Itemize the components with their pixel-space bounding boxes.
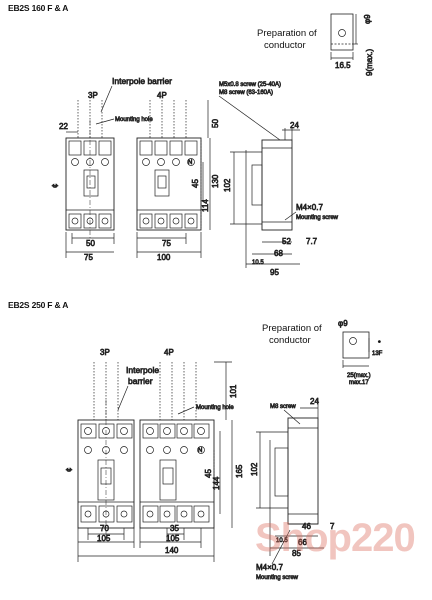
s1-dim-68: 68 xyxy=(274,249,283,258)
s2-dimensions: 101 144 165 45 70 105 35 105 140 xyxy=(77,361,244,562)
s2-mounting-hole: Mounting hole xyxy=(196,405,234,411)
s2-dim-105b: 105 xyxy=(166,534,180,543)
s1-interpole-barrier: Interpole barrier xyxy=(112,76,172,86)
svg-text:N: N xyxy=(188,160,192,166)
s2-pole-4p: 4P xyxy=(164,348,174,357)
s2-mounting-screw: Mounting screw xyxy=(256,575,299,581)
s1-3p-front-view: ¢ xyxy=(51,100,115,240)
s1-dim-16-5: 16.5 xyxy=(335,61,351,70)
s1-mounting-screw: Mounting screw xyxy=(296,215,339,221)
s2-max17: max.17 xyxy=(349,380,369,386)
section1-prep-title: Preparation of conductor xyxy=(257,28,317,52)
s2-dim-101: 101 xyxy=(229,384,238,398)
svg-text:¢: ¢ xyxy=(65,468,74,472)
s1-dim-114: 114 xyxy=(201,199,210,212)
s1-dim-9max: 9(max.) xyxy=(365,49,374,76)
s2-dim-24: 24 xyxy=(310,397,319,406)
section2-title: EB2S 250 F & A xyxy=(8,300,69,310)
s2-dim-10-5: 10.5 xyxy=(276,538,288,544)
s2-dim-46: 46 xyxy=(302,522,311,531)
svg-text:¢: ¢ xyxy=(51,184,60,188)
s2-dim-102: 102 xyxy=(250,462,259,476)
s2-dim-phi9: φ9 xyxy=(338,319,348,328)
section1-title: EB2S 160 F & A xyxy=(8,3,69,13)
section2-conductor-detail: φ9 • 13F 25(max.) max.17 xyxy=(338,319,385,387)
s2-interpole-1: Interpole xyxy=(126,365,159,375)
s2-dim-13f: 13F xyxy=(372,351,383,357)
s1-dim-7-7: 7.7 xyxy=(306,237,318,246)
s2-interpole-2: barrier xyxy=(128,376,153,386)
section1-prep-line1: Preparation of xyxy=(257,28,317,39)
s1-side-view: 24 102 52 7.7 68 10.5 95 M4×0.7 Mounting… xyxy=(223,121,339,278)
section2-prep-line1: Preparation of xyxy=(262,323,322,334)
s1-dim-75w: 75 xyxy=(84,253,93,262)
s2-dim-165: 165 xyxy=(235,464,244,478)
svg-text:•: • xyxy=(375,340,384,343)
s2-side-view: 24 M8 screw 102 46 7 10.5 66 85 M4×0.7 M… xyxy=(250,397,336,582)
s2-dim-70: 70 xyxy=(100,524,109,533)
s2-pole-3p: 3P xyxy=(100,348,110,357)
s1-dim-100: 100 xyxy=(157,253,171,262)
s2-m4-spec: M4×0.7 xyxy=(256,563,283,572)
s2-dim-35: 35 xyxy=(170,524,179,533)
s2-dim-25max: 25(max.) xyxy=(347,373,371,379)
s1-dim-75b: 75 xyxy=(162,239,171,248)
s1-dim-130: 130 xyxy=(211,174,220,188)
s1-dim-phi9: φ9 xyxy=(363,14,372,24)
s1-dim-102: 102 xyxy=(223,178,232,192)
watermark: Shop220 xyxy=(255,516,416,560)
s1-4p-front-view: N xyxy=(136,100,202,231)
s2-dim-85: 85 xyxy=(292,549,301,558)
s2-dim-45: 45 xyxy=(204,469,213,478)
s2-dim-66: 66 xyxy=(298,538,307,547)
section1-conductor-detail: 16.5 φ9 9(max.) xyxy=(330,13,374,76)
s1-pole-4p: 4P xyxy=(157,91,167,100)
section2-prep-line2: conductor xyxy=(269,335,311,346)
s1-dim-50h: 50 xyxy=(211,119,220,128)
s1-screw-line2: M8 screw (63-160A) xyxy=(219,90,273,96)
s1-dim-50w: 50 xyxy=(86,239,95,248)
s2-dim-105a: 105 xyxy=(97,534,111,543)
s1-screw-line1: M5x0.8 screw (25-40A) xyxy=(219,82,281,88)
s2-dim-144: 144 xyxy=(212,476,221,490)
s1-dimensions: 22 50 75 75 100 50 45 130 114 xyxy=(59,100,220,262)
section1-prep-line2: conductor xyxy=(264,40,306,51)
svg-text:N: N xyxy=(198,448,202,454)
s1-m4-spec: M4×0.7 xyxy=(296,203,323,212)
s2-dim-7: 7 xyxy=(330,522,335,531)
s1-dim-45: 45 xyxy=(191,179,200,188)
section2-prep-title: Preparation of conductor xyxy=(262,323,322,347)
s2-3p-front-view: ¢ xyxy=(65,362,135,540)
s1-dim-52: 52 xyxy=(282,237,291,246)
s1-dim-22: 22 xyxy=(59,122,68,131)
s2-dim-140: 140 xyxy=(165,546,179,555)
s1-dim-95: 95 xyxy=(270,268,279,277)
s1-pole-3p: 3P xyxy=(88,91,98,100)
s1-dim-24: 24 xyxy=(290,121,299,130)
s2-m8-screw: M8 screw xyxy=(270,404,296,410)
s1-mounting-hole: Mounting hole xyxy=(115,117,153,123)
s1-dim-10-5: 10.5 xyxy=(252,260,264,266)
s2-4p-front-view: N xyxy=(139,362,215,529)
